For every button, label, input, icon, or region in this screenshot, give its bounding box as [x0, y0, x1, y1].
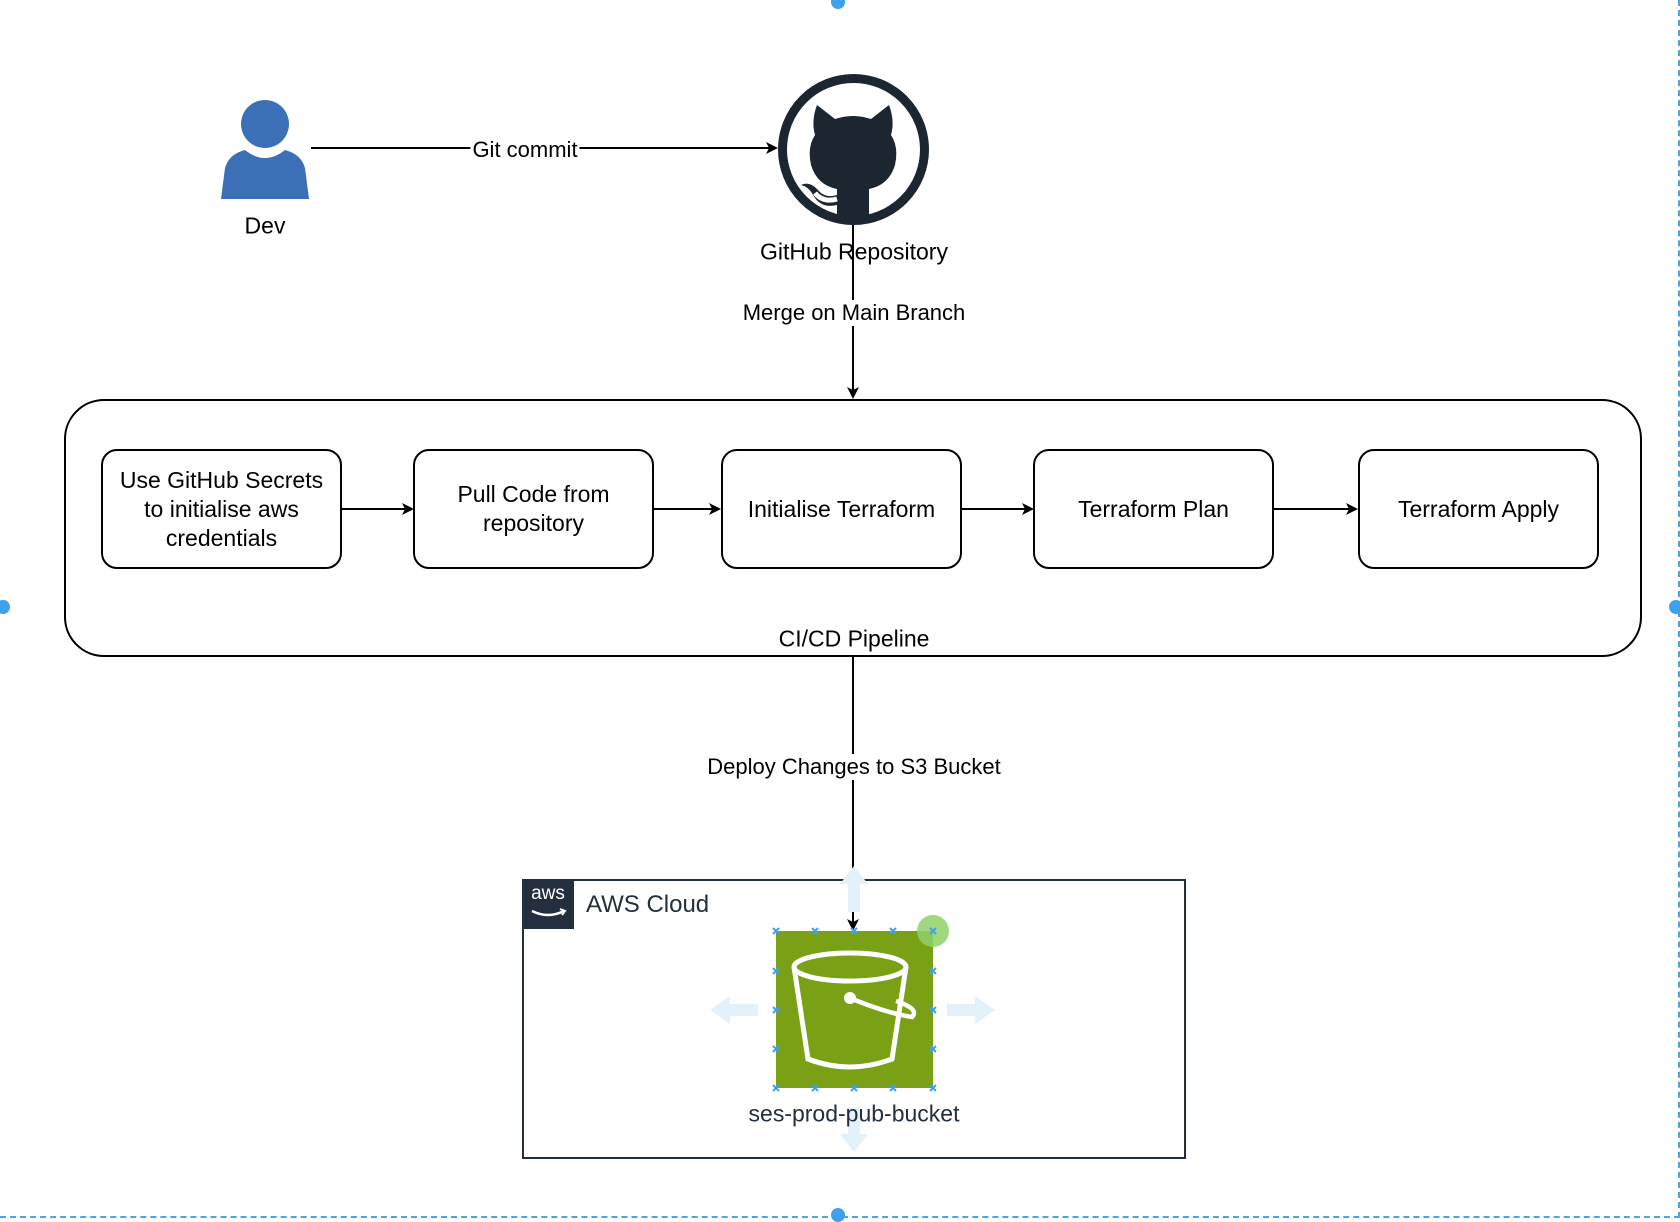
- step-terraform-apply[interactable]: Terraform Apply: [1358, 449, 1599, 569]
- aws-logo-text: aws: [531, 883, 565, 904]
- hover-arrow-right: [947, 996, 995, 1024]
- resize-handle-left[interactable]: [0, 600, 10, 614]
- user-icon[interactable]: [219, 98, 311, 199]
- bucket-label: ses-prod-pub-bucket: [748, 1100, 960, 1127]
- s3-bucket-icon[interactable]: [776, 931, 933, 1088]
- pipeline-label: CI/CD Pipeline: [778, 625, 930, 652]
- hover-arrow-left: [710, 996, 758, 1024]
- github-octocat-icon[interactable]: [777, 73, 930, 226]
- edge-merge-label: Merge on Main Branch: [740, 300, 968, 326]
- resize-handle-right[interactable]: [1669, 600, 1680, 614]
- step-terraform-plan[interactable]: Terraform Plan: [1033, 449, 1274, 569]
- edge-deploy-label: Deploy Changes to S3 Bucket: [705, 754, 1003, 780]
- resize-handle-top[interactable]: [831, 0, 845, 9]
- aws-smile-icon: [531, 908, 567, 917]
- step-init-credentials[interactable]: Use GitHub Secrets to initialise aws cre…: [101, 449, 342, 569]
- aws-cloud-label: AWS Cloud: [586, 891, 710, 918]
- hover-arrow-down: [840, 1108, 868, 1152]
- resize-handle-bottom[interactable]: [831, 1208, 845, 1222]
- bucket-glyph-icon: [791, 950, 917, 1070]
- step-init-terraform[interactable]: Initialise Terraform: [721, 449, 962, 569]
- dev-label: Dev: [244, 212, 286, 239]
- github-label: GitHub Repository: [760, 238, 948, 265]
- hover-arrow-up: [840, 866, 868, 912]
- cicd-pipeline-container[interactable]: [64, 399, 1642, 657]
- edge-git-commit-label: Git commit: [470, 137, 580, 163]
- step-pull-code[interactable]: Pull Code from repository: [413, 449, 654, 569]
- aws-logo-icon: aws: [522, 879, 574, 929]
